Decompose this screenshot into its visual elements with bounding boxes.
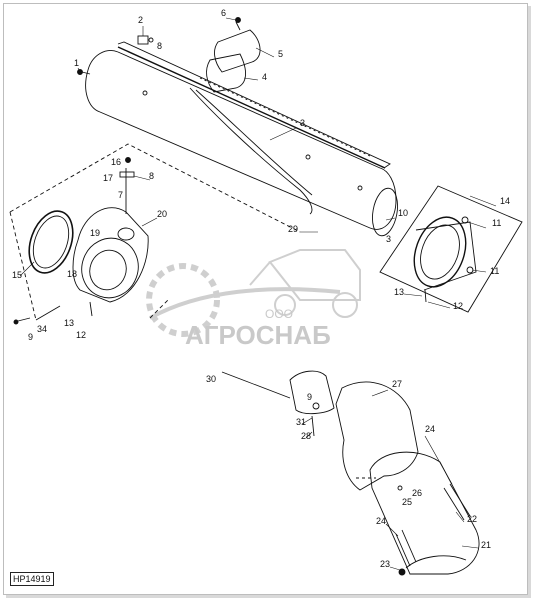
callout-34: 34 xyxy=(37,324,47,334)
callout-29: 29 xyxy=(288,224,298,234)
callout-9: 9 xyxy=(28,332,33,342)
watermark-large-text: АГРОСНАБ xyxy=(185,320,331,350)
watermark-logo xyxy=(146,249,361,337)
tube-assembly xyxy=(85,41,398,237)
callout-4: 4 xyxy=(262,72,267,82)
diagram-frame xyxy=(3,3,528,595)
bolt-and-bracket xyxy=(77,35,154,75)
callout-10: 10 xyxy=(398,208,408,218)
callout-17: 17 xyxy=(103,173,113,183)
callout-14: 14 xyxy=(500,196,510,206)
callout-22: 22 xyxy=(467,514,477,524)
callout-23: 23 xyxy=(380,559,390,569)
callout-30: 30 xyxy=(206,374,216,384)
cover-plates xyxy=(206,17,261,93)
leader-lines xyxy=(19,17,497,571)
callout-8: 8 xyxy=(157,41,162,51)
callout-3: 3 xyxy=(300,118,305,128)
watermark-small-text: ООО xyxy=(265,307,293,321)
spout-assembly xyxy=(221,370,480,576)
callout-19: 19 xyxy=(90,228,100,238)
callout-24: 24 xyxy=(376,516,386,526)
callout-3: 3 xyxy=(386,234,391,244)
callout-13: 13 xyxy=(394,287,404,297)
callout-28: 28 xyxy=(301,431,311,441)
callout-15: 15 xyxy=(12,270,22,280)
callout-24: 24 xyxy=(425,424,435,434)
callout-11: 11 xyxy=(492,218,501,228)
callout-8: 8 xyxy=(149,171,154,181)
callout-12: 12 xyxy=(453,301,463,311)
callout-21: 21 xyxy=(481,540,491,550)
callout-16: 16 xyxy=(111,157,121,167)
callout-13: 13 xyxy=(64,318,74,328)
callout-9: 9 xyxy=(307,392,312,402)
callout-11: 11 xyxy=(490,266,499,276)
figure-id-label: HP14919 xyxy=(10,572,54,586)
left-end-cap-assembly xyxy=(9,143,301,325)
callout-2: 2 xyxy=(138,15,143,25)
callout-31: 31 xyxy=(296,417,306,427)
callout-5: 5 xyxy=(278,49,283,59)
callout-1: 1 xyxy=(74,58,79,68)
callout-6: 6 xyxy=(221,8,226,18)
callout-7: 7 xyxy=(118,190,123,200)
callout-20: 20 xyxy=(157,209,167,219)
callout-layer: 1234567889910111112121313141516171819202… xyxy=(12,8,510,569)
callout-18: 18 xyxy=(67,269,77,279)
callout-26: 26 xyxy=(412,488,422,498)
callout-27: 27 xyxy=(392,379,402,389)
callout-12: 12 xyxy=(76,330,86,340)
right-end-cap-assembly xyxy=(379,185,523,313)
callout-25: 25 xyxy=(402,497,412,507)
